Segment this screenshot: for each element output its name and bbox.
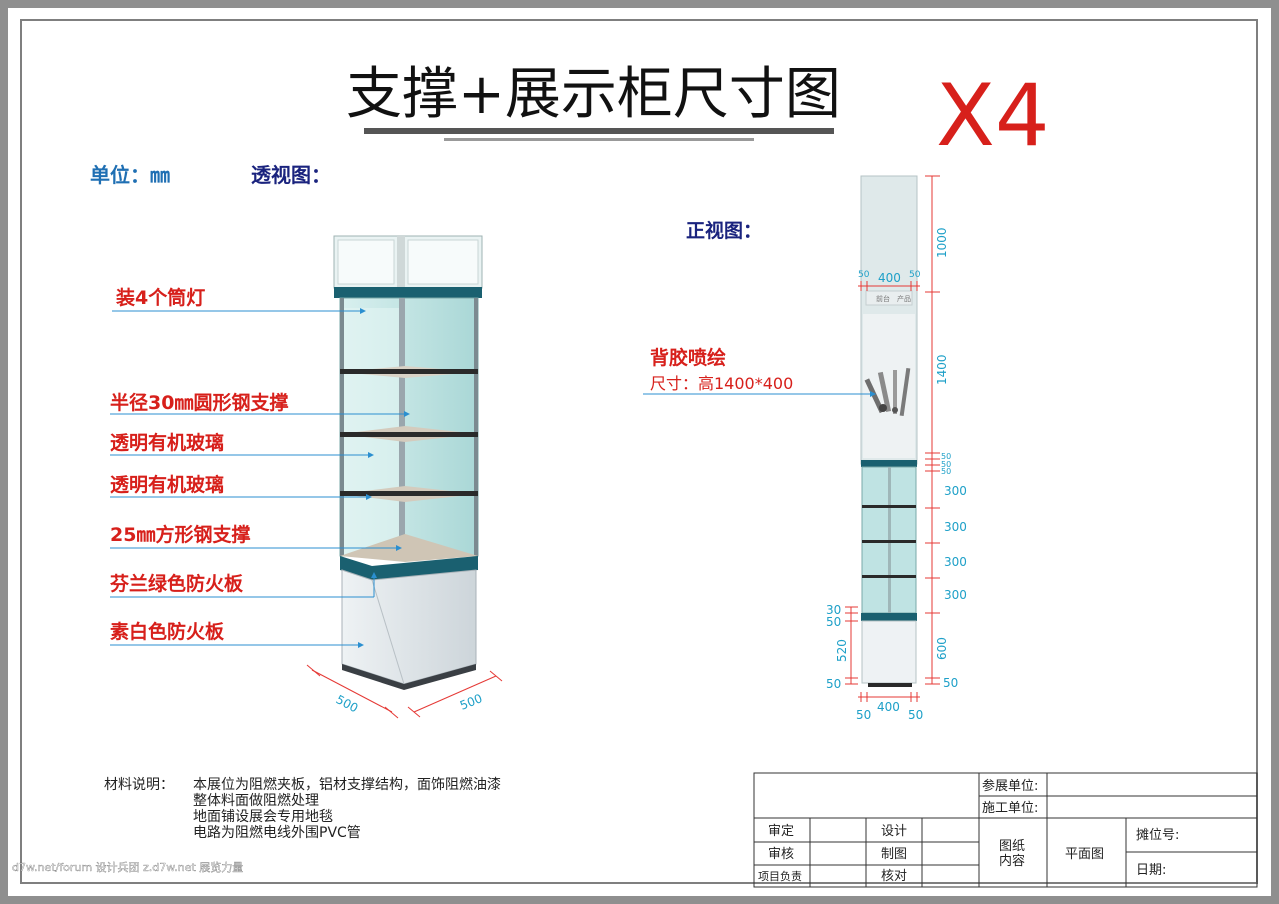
dim-1400: 1400 [935, 354, 949, 385]
svg-text:本展位为阻燃夹板，铝材支撑结构，面饰阻燃油漆: 本展位为阻燃夹板，铝材支撑结构，面饰阻燃油漆 [193, 776, 501, 793]
watermark: d7w.net/forum 设计兵团 z.d7w.net 展览力量 [12, 860, 243, 874]
svg-text:50: 50 [909, 270, 921, 280]
front-dimension-labels: 50 400 50 50 400 50 1000 1400 50 50 50 3… [826, 227, 967, 722]
svg-text:前台: 前台 [876, 294, 890, 303]
tool-graphic [864, 367, 911, 417]
front-callout-title: 背胶喷绘 [650, 346, 726, 369]
front-view-label: 正视图： [686, 219, 762, 242]
callout-downlights: 装4个筒灯 [115, 286, 205, 309]
front-view-cabinet: 前台 产品 [860, 175, 918, 687]
svg-text:施工单位:: 施工单位: [982, 801, 1038, 816]
top-teal-band [334, 287, 482, 298]
svg-text:30: 30 [826, 603, 841, 617]
front-callout-size: 尺寸：高1400*400 [650, 374, 793, 393]
svg-text:50: 50 [941, 460, 951, 469]
svg-text:50: 50 [943, 676, 958, 690]
svg-text:整体料面做阻燃处理: 整体料面做阻燃处理 [193, 792, 319, 809]
callout-round-steel: 半径30㎜圆形钢支撑 [110, 391, 288, 414]
front-dimensions [845, 175, 940, 702]
svg-text:50: 50 [826, 677, 841, 691]
svg-text:内容: 内容 [999, 853, 1025, 869]
perspective-callouts: 装4个筒灯 半径30㎜圆形钢支撑 透明有机玻璃 透明有机玻璃 25㎜方形钢支撑 … [109, 286, 410, 648]
sheet-border [20, 19, 1258, 884]
title-underline [364, 128, 834, 134]
svg-text:50: 50 [908, 708, 923, 722]
materials-label: 材料说明： [104, 777, 174, 793]
callout-square-steel: 25㎜方形钢支撑 [110, 523, 250, 546]
svg-text:平面图: 平面图 [1065, 847, 1104, 862]
svg-text:摊位号:: 摊位号: [1136, 828, 1179, 843]
callout-white-board: 素白色防火板 [110, 620, 225, 643]
svg-text:300: 300 [944, 484, 967, 498]
front-callout: 背胶喷绘 尺寸：高1400*400 [643, 346, 876, 397]
svg-text:50: 50 [941, 467, 951, 476]
callout-green-board: 芬兰绿色防火板 [109, 572, 244, 595]
shelf-2 [340, 432, 478, 437]
quantity-mark: X4 [936, 66, 1050, 166]
materials-note: 材料说明： 本展位为阻燃夹板，铝材支撑结构，面饰阻燃油漆 整体料面做阻燃处理 地… [104, 776, 501, 841]
callout-acrylic-2: 透明有机玻璃 [110, 473, 224, 496]
svg-text:300: 300 [944, 588, 967, 602]
front-header-panel [865, 290, 913, 306]
svg-text:产品: 产品 [897, 294, 911, 303]
dim-520: 520 [835, 639, 849, 662]
svg-text:50: 50 [856, 708, 871, 722]
svg-text:50: 50 [941, 452, 951, 461]
shelf-3 [340, 491, 478, 496]
unit-label: 单位：㎜ [90, 163, 170, 187]
title-block [753, 772, 1258, 888]
paper [8, 8, 1271, 896]
svg-text:审核: 审核 [768, 847, 794, 862]
svg-text:设计: 设计 [881, 824, 907, 839]
shelf-1 [340, 369, 478, 374]
perspective-label: 透视图： [251, 163, 331, 187]
svg-text:核对: 核对 [881, 869, 907, 884]
perspective-cabinet [333, 235, 483, 690]
svg-text:参展单位:: 参展单位: [982, 778, 1038, 794]
svg-text:图纸: 图纸 [999, 839, 1025, 854]
svg-text:300: 300 [944, 555, 967, 569]
svg-text:50: 50 [826, 615, 841, 629]
dim-1000: 1000 [935, 227, 949, 258]
title-underline-thin [444, 138, 754, 141]
svg-text:项目负责: 项目负责 [758, 869, 802, 883]
callout-acrylic-1: 透明有机玻璃 [110, 431, 224, 454]
svg-text:制图: 制图 [881, 847, 907, 862]
title-block-text: 参展单位: 施工单位: 审定 审核 项目负责 设计 制图 核对 图纸 内容 平面… [758, 778, 1179, 884]
dim-600: 600 [935, 637, 949, 660]
front-bottom-width: 400 [877, 700, 900, 714]
page-title: 支撑+展示柜尺寸图 [346, 62, 841, 127]
front-top-width: 400 [878, 271, 901, 285]
white-base [341, 569, 477, 685]
svg-text:审定: 审定 [768, 824, 794, 839]
svg-text:电路为阻燃电线外围PVC管: 电路为阻燃电线外围PVC管 [193, 824, 361, 841]
svg-text:50: 50 [858, 270, 870, 280]
svg-text:地面铺设展会专用地毯: 地面铺设展会专用地毯 [193, 809, 333, 825]
svg-text:300: 300 [944, 520, 967, 534]
front-base [861, 620, 917, 684]
svg-text:日期:: 日期: [1136, 863, 1166, 878]
